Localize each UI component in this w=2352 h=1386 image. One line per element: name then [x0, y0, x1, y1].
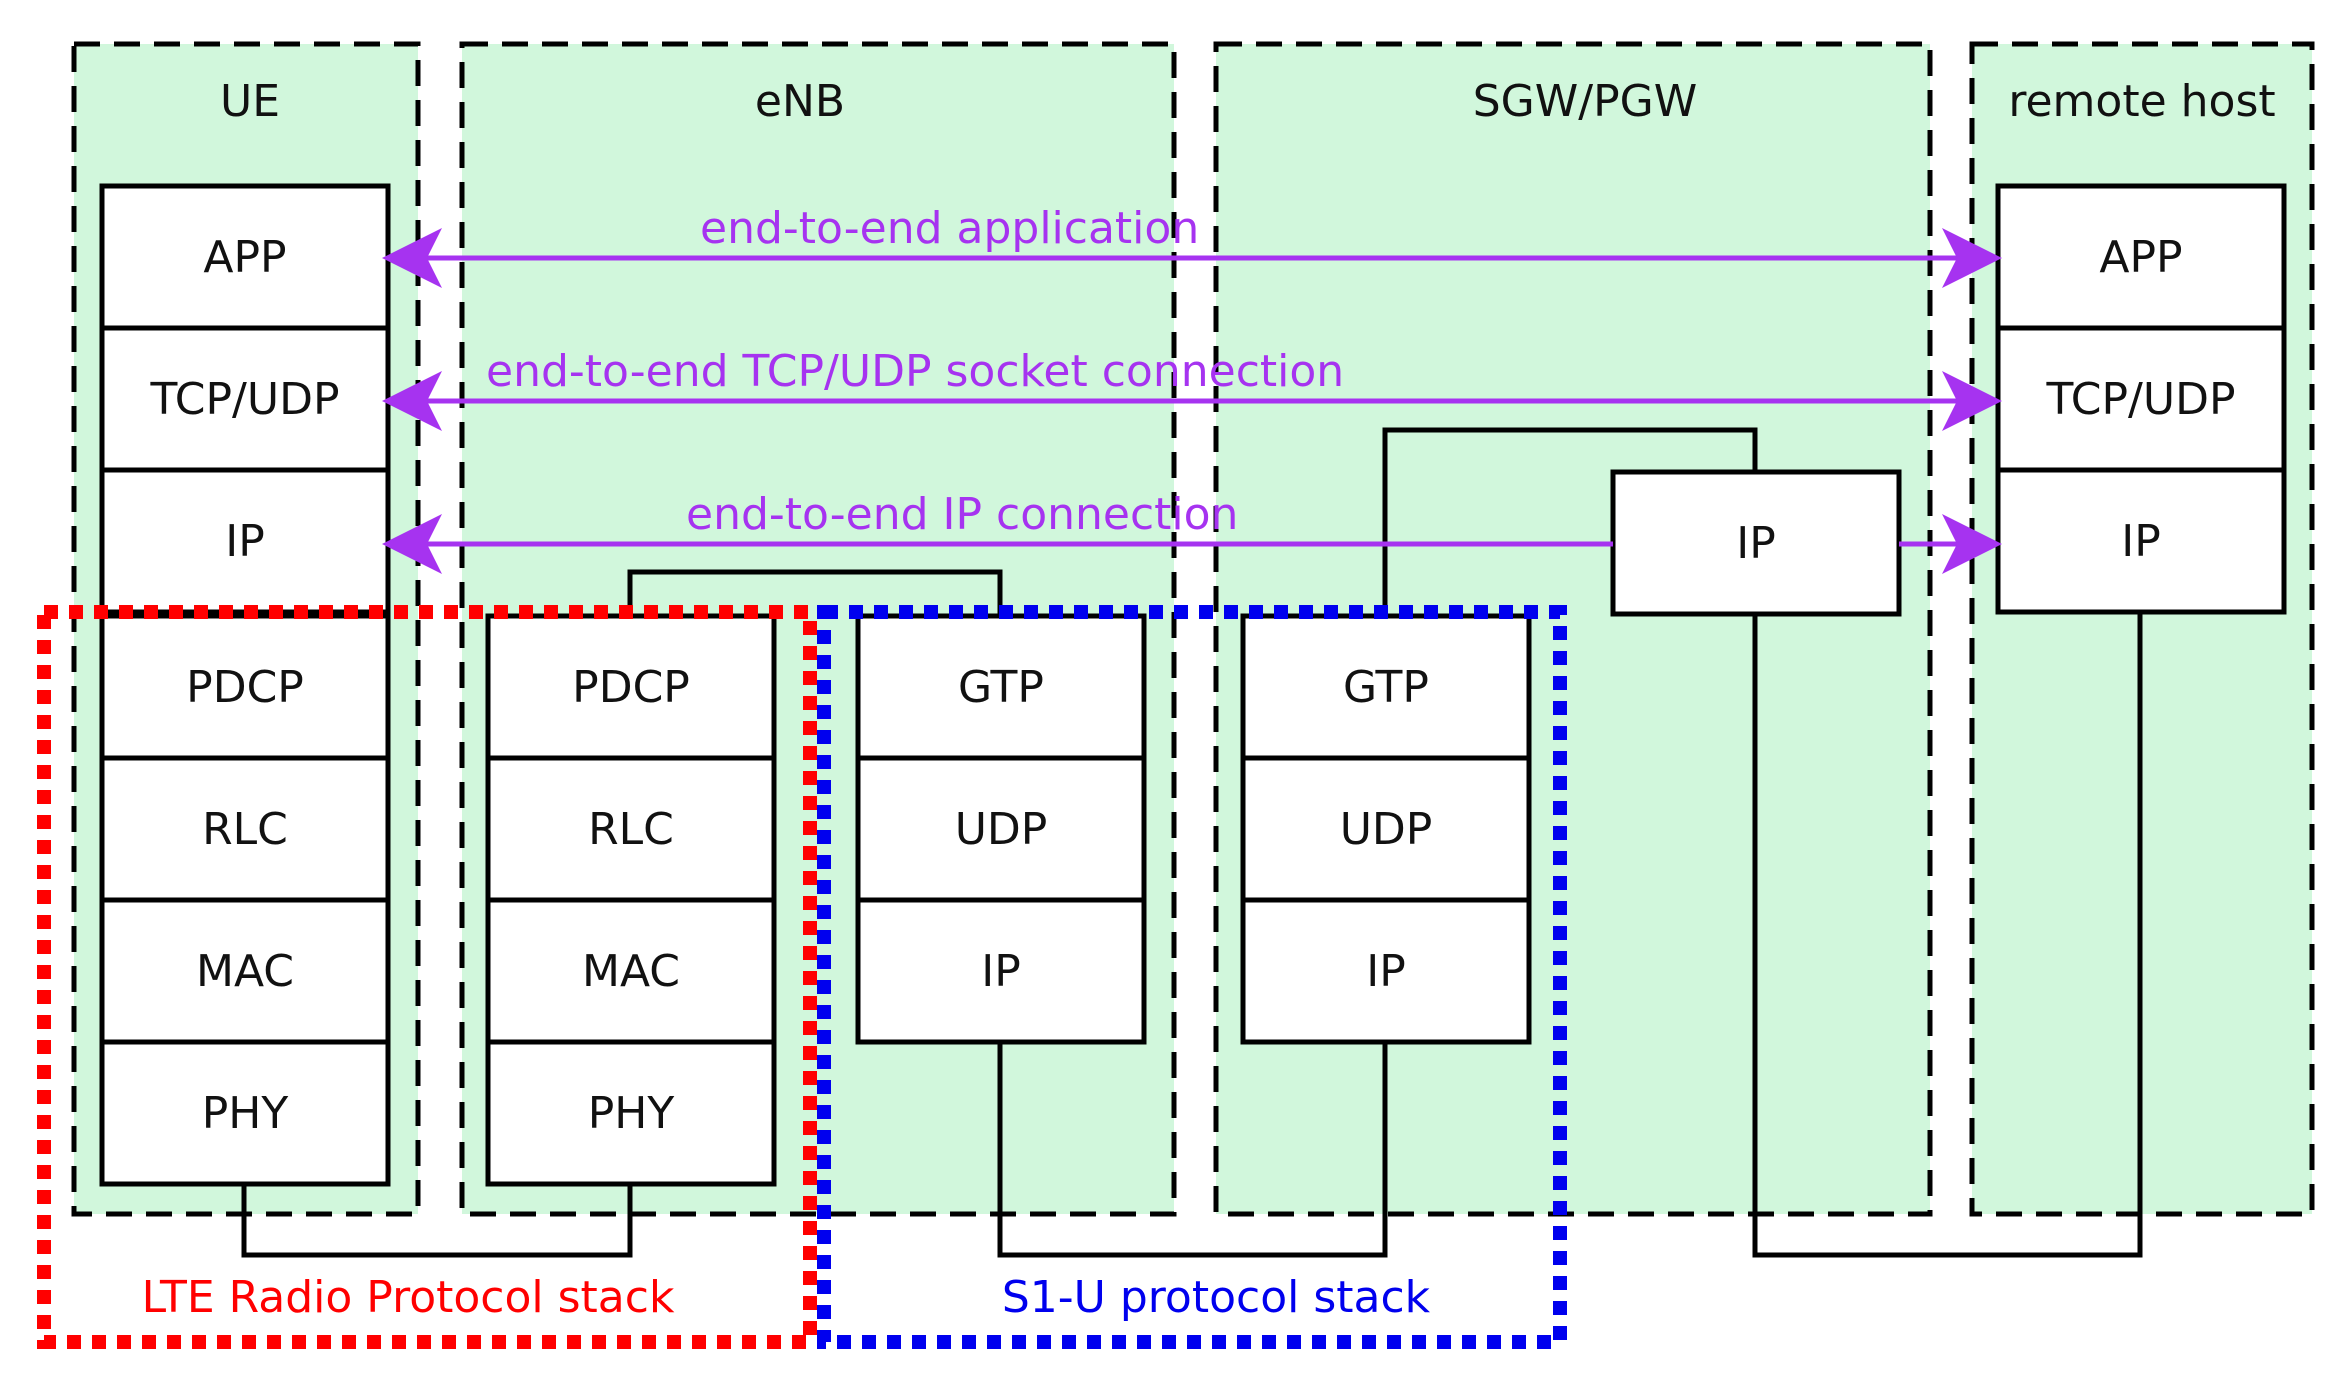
enb-gtp-layer [855, 613, 1147, 761]
radio-link-wire [241, 1185, 633, 1258]
enb-udp-layer [855, 755, 1147, 903]
ue-rlc-layer [99, 755, 391, 903]
ue-pdcp-label: PDCP [186, 662, 304, 713]
stack-outlines: LTE Radio Protocol stack S1-U protocol s… [37, 605, 1567, 1349]
sgw-pgw-title: SGW/PGW [1473, 76, 1698, 127]
enb-gtp-label: GTP [958, 662, 1044, 713]
ue-pdcp-layer [99, 613, 391, 761]
sgi-link-wire [1752, 612, 2143, 1258]
lte-radio-stack-outline [37, 605, 817, 1349]
enb-pdcp-label: PDCP [572, 662, 690, 713]
sgw-ip-lower-layer [1240, 897, 1532, 1045]
lte-radio-stack-label: LTE Radio Protocol stack [142, 1272, 675, 1323]
enb-title: eNB [755, 76, 845, 127]
enb-mac-label: MAC [582, 946, 680, 997]
remote-ip-layer [1995, 467, 2287, 615]
end-to-end-connections: end-to-end application end-to-end TCP/UD… [382, 203, 2002, 574]
enb-ip-layer [855, 897, 1147, 1045]
s1u-stack-outline [817, 605, 1567, 1349]
ue-ip-label: IP [225, 516, 265, 567]
sgw-gtp-layer [1240, 613, 1532, 761]
ue-title: UE [220, 76, 280, 127]
remote-app-label: APP [2099, 232, 2182, 283]
remote-ip-label: IP [2121, 516, 2161, 567]
enb-phy-label: PHY [588, 1088, 675, 1139]
ue-app-label: APP [203, 232, 286, 283]
socket-connection-label: end-to-end TCP/UDP socket connection [486, 346, 1344, 397]
enb-radio-stack: PDCP RLC MAC PHY [485, 613, 777, 1187]
enb-pdcp-layer [485, 613, 777, 761]
sgw-ip-lower-label: IP [1366, 946, 1406, 997]
enb-mac-layer [485, 897, 777, 1045]
ue-stack: APP TCP/UDP IP PDCP RLC MAC PHY [99, 183, 391, 1187]
s1u-link-wire [997, 1040, 1388, 1258]
enb-s1u-stack: GTP UDP IP [855, 613, 1147, 1045]
sgw-udp-label: UDP [1340, 804, 1433, 855]
sgw-gtp-label: GTP [1343, 662, 1429, 713]
ue-phy-layer [99, 1039, 391, 1187]
sgw-udp-layer [1240, 755, 1532, 903]
remote-host-title: remote host [2008, 76, 2275, 127]
enb-udp-label: UDP [955, 804, 1048, 855]
application-connection-label: end-to-end application [700, 203, 1199, 254]
enb-relay-wire [627, 569, 1003, 622]
ue-tcp-udp-label: TCP/UDP [150, 374, 340, 425]
enb-phy-layer [485, 1039, 777, 1187]
remote-tcp-udp-label: TCP/UDP [2046, 374, 2236, 425]
ip-connection-label: end-to-end IP connection [686, 489, 1238, 540]
enb-rlc-layer [485, 755, 777, 903]
ue-mac-label: MAC [196, 946, 294, 997]
s1u-stack-label: S1-U protocol stack [1002, 1272, 1431, 1323]
enb-rlc-label: RLC [588, 804, 674, 855]
sgw-ip-upper-label: IP [1736, 518, 1776, 569]
ue-rlc-label: RLC [202, 804, 288, 855]
ue-mac-layer [99, 897, 391, 1045]
ue-phy-label: PHY [202, 1088, 289, 1139]
remote-app-layer [1995, 183, 2287, 331]
enb-ip-label: IP [981, 946, 1021, 997]
remote-host-stack: APP TCP/UDP IP [1995, 183, 2287, 615]
